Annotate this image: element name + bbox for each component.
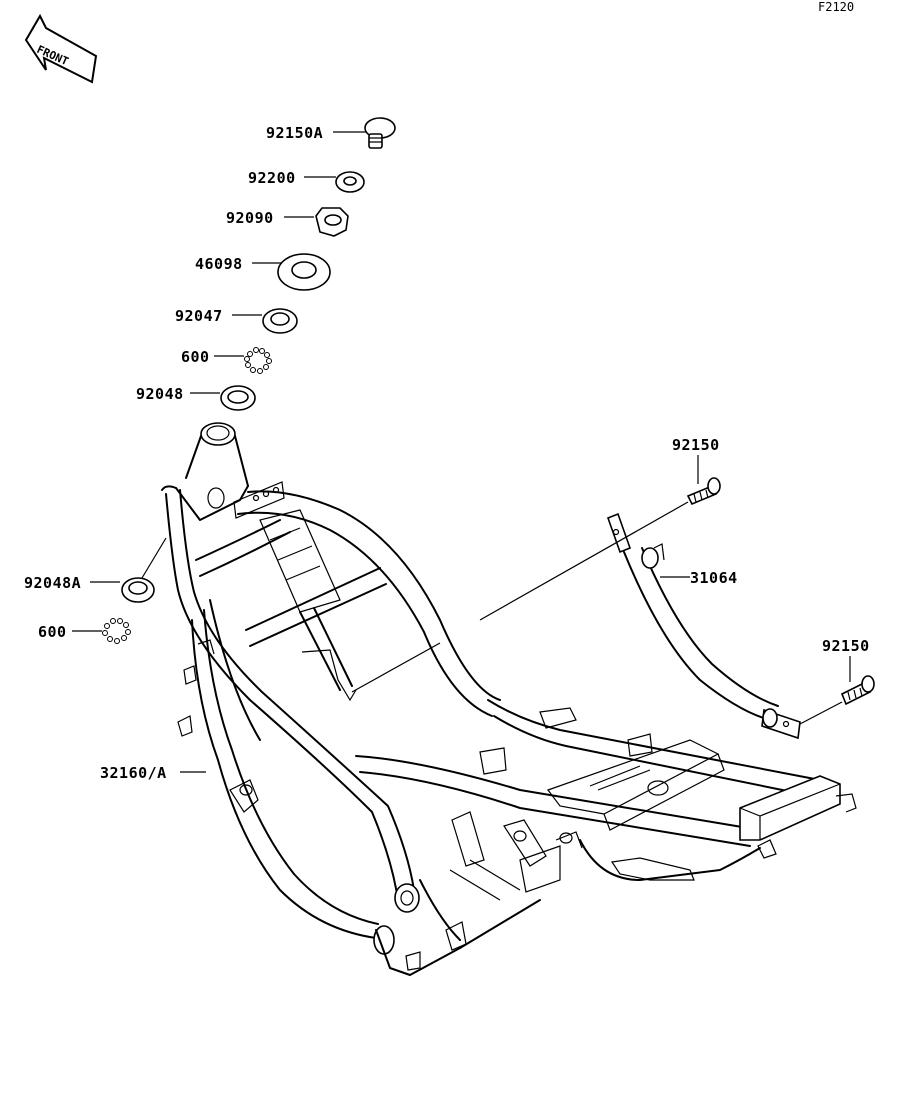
part-600-steel-balls-left xyxy=(102,618,131,644)
assembly-line-92150-upper-b xyxy=(351,642,441,693)
part-32160A-frame xyxy=(161,422,857,976)
callout-31064: 31064 xyxy=(690,569,738,587)
part-92048-race xyxy=(220,385,256,411)
part-92047-bearing xyxy=(262,308,298,334)
callout-92150-upper: 92150 xyxy=(672,436,720,454)
figure-code: F2120 xyxy=(818,0,854,14)
front-direction-badge: FRONT xyxy=(24,13,98,84)
part-600-steel-balls-top xyxy=(244,347,272,374)
callout-92200: 92200 xyxy=(248,169,296,187)
callout-92090: 92090 xyxy=(226,209,274,227)
part-92090-nut xyxy=(315,207,349,237)
callout-32160A: 32160/A xyxy=(100,764,167,782)
part-31064-stay xyxy=(606,512,801,740)
callout-92048A: 92048A xyxy=(24,574,81,592)
callout-92150-lower: 92150 xyxy=(822,637,870,655)
assembly-line-92150-lower xyxy=(799,701,843,725)
part-92150A-cap xyxy=(364,117,396,149)
callout-46098: 46098 xyxy=(195,255,243,273)
callout-600-top: 600 xyxy=(181,348,210,366)
callout-92048: 92048 xyxy=(136,385,184,403)
part-92200-washer xyxy=(335,171,365,193)
assembly-line-92150-upper xyxy=(479,501,689,621)
part-46098-seal xyxy=(277,253,331,291)
callout-92047: 92047 xyxy=(175,307,223,325)
assembly-line-92048A xyxy=(141,537,167,579)
part-92150-bolt-upper xyxy=(686,477,721,506)
callout-600-left: 600 xyxy=(38,623,67,641)
callout-92150A: 92150A xyxy=(266,124,323,142)
part-92048A-race xyxy=(121,577,155,603)
part-92150-bolt-lower xyxy=(840,675,875,706)
